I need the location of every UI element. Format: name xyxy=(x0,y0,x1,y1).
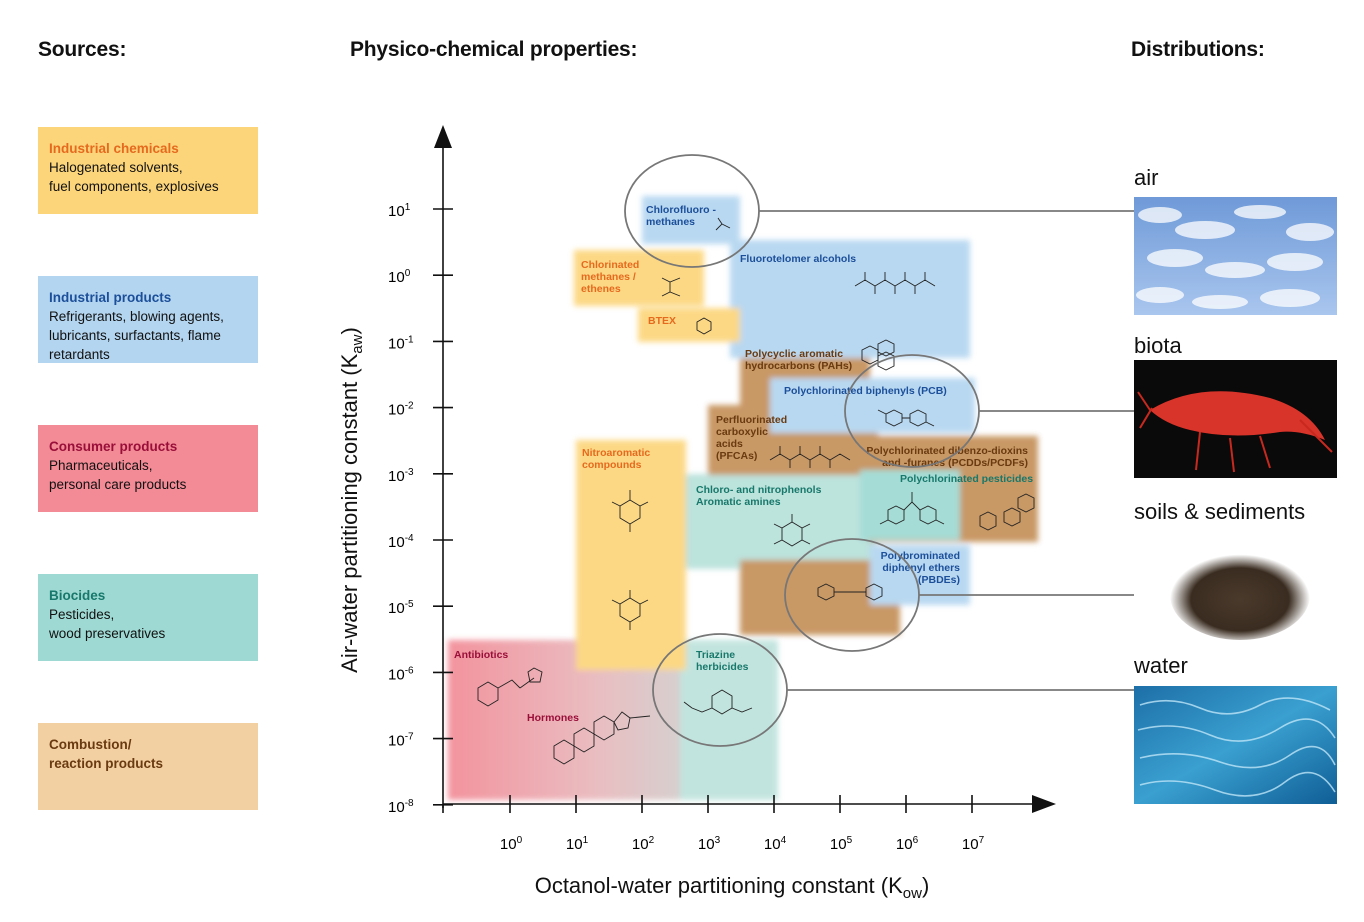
triazine-molecule-icon xyxy=(683,689,753,715)
source-title: Combustion/ reaction products xyxy=(49,737,164,771)
property-regions xyxy=(448,196,1038,800)
compound-label-chlorofluoromethanes: Chlorofluoro -methanes xyxy=(646,204,716,228)
cfc-molecule-icon xyxy=(715,217,731,231)
pfca-molecule-icon xyxy=(769,446,851,468)
region-nitroaromatic xyxy=(576,440,686,670)
compound-label-pcb: Polychlorinated biphenyls (PCB) xyxy=(784,385,947,397)
y-ticks: 101 100 10-1 10-2 10-3 10-4 10-5 10-6 10-7 10-8 xyxy=(388,202,453,816)
sulfonamide-molecule-icon xyxy=(477,667,543,707)
soil-image xyxy=(1134,523,1337,641)
region-chlorinated-methanes xyxy=(574,250,704,306)
compound-label-antibiotics: Antibiotics xyxy=(454,649,508,661)
y-tick-label: 10-3 xyxy=(388,467,414,485)
compound-label-pesticides: Polychlorinated pesticides xyxy=(900,473,1033,485)
y-tick-label: 10-5 xyxy=(388,599,414,617)
nitrotoluene-molecule-icon xyxy=(611,590,649,630)
source-description: Pharmaceuticals, personal care products xyxy=(49,458,187,492)
y-tick-label: 10-4 xyxy=(388,533,414,551)
y-tick-label: 10-2 xyxy=(388,401,414,419)
source-title: Industrial chemicals xyxy=(49,141,179,156)
region-triazine xyxy=(680,640,775,800)
region-pcb xyxy=(770,378,975,433)
axes xyxy=(434,125,1056,813)
pcb-molecule-icon xyxy=(877,409,935,427)
region-btex xyxy=(638,308,740,342)
chlorophenol-molecule-icon xyxy=(773,514,811,547)
x-tick-label: 105 xyxy=(830,835,853,853)
distribution-connectors xyxy=(759,210,1134,691)
x-tick-label: 102 xyxy=(632,835,655,853)
molecule-sketches xyxy=(477,217,1035,765)
compound-label-hormones: Hormones xyxy=(527,712,579,724)
sources-heading: Sources: xyxy=(38,38,127,61)
distribution-air-label: air xyxy=(1134,165,1159,190)
distribution-water-label: water xyxy=(1134,653,1188,678)
x-ticks: 100 101 102 103 104 105 106 107 xyxy=(442,795,985,853)
y-tick-label: 10-7 xyxy=(388,732,414,750)
chloroethene-molecule-icon xyxy=(661,277,681,297)
x-tick-label: 103 xyxy=(698,835,721,853)
x-tick-label: 101 xyxy=(566,835,589,853)
distribution-soils-label: soils & sediments xyxy=(1134,499,1306,524)
source-title: Biocides xyxy=(49,588,106,603)
x-tick-label: 107 xyxy=(962,835,985,853)
steroid-molecule-icon xyxy=(553,711,651,765)
source-title: Industrial products xyxy=(49,290,172,305)
y-tick-label: 100 xyxy=(388,268,411,286)
y-tick-label: 10-8 xyxy=(388,798,414,816)
air-image xyxy=(1134,197,1337,315)
fluorotelomer-molecule-icon xyxy=(854,272,936,294)
y-tick-label: 101 xyxy=(388,202,411,220)
distributions-heading: Distributions: xyxy=(1131,38,1265,61)
x-tick-label: 106 xyxy=(896,835,919,853)
nitroaromatic-molecule-icon xyxy=(611,490,649,532)
y-axis-label: Air-water partitioning constant (Kaw) xyxy=(337,327,366,673)
properties-heading: Physico-chemical properties: xyxy=(350,38,638,61)
ddt-molecule-icon xyxy=(879,492,945,525)
source-title: Consumer products xyxy=(49,439,178,454)
x-axis-arrow-icon xyxy=(1032,795,1056,813)
source-description: Refrigerants, blowing agents, lubricants… xyxy=(49,309,224,362)
distribution-biota-label: biota xyxy=(1134,333,1182,358)
region-chloronitrophenols xyxy=(686,474,876,569)
dioxin-molecule-icon xyxy=(979,493,1035,531)
region-fluorotelomer xyxy=(730,240,970,358)
compound-label-fluorotelomer: Fluorotelomer alcohols xyxy=(740,253,856,265)
x-tick-label: 104 xyxy=(764,835,787,853)
biota-image xyxy=(1134,360,1337,478)
source-box: Combustion/ reaction products xyxy=(38,723,258,810)
x-tick-label: 100 xyxy=(500,835,523,853)
region-pesticides xyxy=(860,470,960,540)
y-tick-label: 10-6 xyxy=(388,665,414,683)
pbde-molecule-icon xyxy=(817,583,883,601)
source-description: Halogenated solvents, fuel components, e… xyxy=(49,160,219,194)
region-chlorofluoromethanes xyxy=(642,196,740,244)
benzene-molecule-icon xyxy=(696,317,712,335)
y-axis-arrow-icon xyxy=(434,125,452,148)
source-description: Pesticides, wood preservatives xyxy=(49,607,166,641)
compound-label-btex: BTEX xyxy=(648,315,676,327)
water-image xyxy=(1134,686,1337,804)
x-axis-label: Octanol-water partitioning constant (Kow… xyxy=(535,873,930,902)
y-tick-label: 10-1 xyxy=(388,334,414,352)
